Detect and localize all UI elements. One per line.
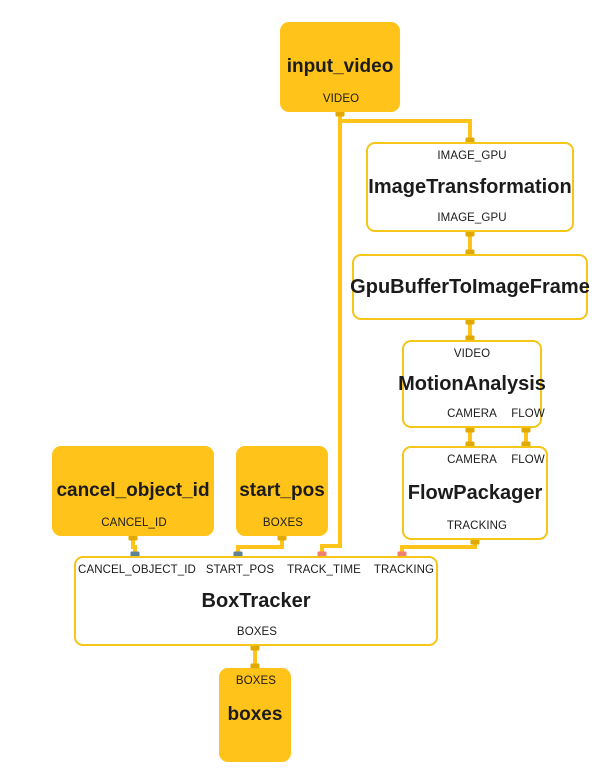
output-port-label-box_tracker-0: BOXES	[236, 626, 278, 638]
input-port-label-box_tracker-0: CANCEL_OBJECT_ID	[78, 564, 196, 576]
input-port-label-box_tracker-3: TRACKING	[373, 564, 435, 576]
node-flow_packager[interactable]: FlowPackager CAMERA FLOW TRACKING	[402, 446, 548, 540]
output-port-label-cancel_object_id-0: CANCEL_ID	[101, 517, 167, 529]
output-port-label-input_video-0: VIDEO	[322, 93, 360, 105]
output-port-label-flow_packager-0: TRACKING	[446, 520, 508, 532]
edge	[338, 112, 472, 142]
node-title-boxes: boxes	[227, 703, 283, 725]
node-title-box_tracker: BoxTracker	[201, 590, 311, 612]
node-motion_analysis[interactable]: MotionAnalysis VIDEO CAMERA FLOW	[398, 340, 546, 428]
input-port-label-image_transformation-0: IMAGE_GPU	[437, 150, 507, 162]
node-title-start_pos: start_pos	[239, 479, 325, 501]
input-port-label-box_tracker-2: TRACK_TIME	[287, 564, 361, 576]
output-port-image_transformation-IMAGE_GPU[interactable]	[465, 227, 475, 237]
node-gpu_buffer_to_image_frame[interactable]: GpuBufferToImageFrame	[350, 254, 590, 320]
output-port-motion_analysis-CAMERA[interactable]	[465, 423, 475, 433]
node-title-cancel_object_id: cancel_object_id	[56, 479, 210, 501]
input-port-label-flow_packager-0: CAMERA	[447, 454, 497, 466]
node-boxes[interactable]: boxes BOXES	[219, 668, 291, 762]
input-port-label-flow_packager-1: FLOW	[511, 454, 545, 466]
output-port-motion_analysis-FLOW[interactable]	[521, 423, 531, 433]
output-port-start_pos-BOXES[interactable]	[277, 531, 287, 541]
output-port-label-image_transformation-0: IMAGE_GPU	[437, 212, 507, 224]
output-port-gpu_buffer_to_image_frame-0[interactable]	[465, 315, 475, 325]
node-title-flow_packager: FlowPackager	[407, 482, 543, 504]
output-port-flow_packager-TRACKING[interactable]	[470, 535, 480, 545]
input-port-label-box_tracker-1: START_POS	[205, 564, 275, 576]
input-port-label-boxes-0: BOXES	[235, 675, 277, 687]
output-port-cancel_object_id-CANCEL_ID[interactable]	[128, 531, 138, 541]
node-box_tracker[interactable]: BoxTracker CANCEL_OBJECT_ID START_POS TRACK…	[74, 556, 438, 646]
output-port-input_video-VIDEO[interactable]	[335, 107, 345, 117]
output-port-box_tracker-BOXES[interactable]	[250, 641, 260, 651]
node-title-gpu_buffer_to_image_frame: GpuBufferToImageFrame	[350, 276, 590, 298]
output-port-label-start_pos-0: BOXES	[262, 517, 304, 529]
input-port-label-motion_analysis-0: VIDEO	[453, 348, 491, 360]
node-title-input_video: input_video	[286, 55, 394, 77]
node-title-motion_analysis: MotionAnalysis	[398, 373, 546, 395]
edge	[236, 536, 284, 556]
edge	[400, 540, 477, 556]
node-title-image_transformation: ImageTransformation	[368, 176, 572, 198]
output-port-label-motion_analysis-0: CAMERA	[447, 408, 497, 420]
output-port-label-motion_analysis-1: FLOW	[511, 408, 545, 420]
